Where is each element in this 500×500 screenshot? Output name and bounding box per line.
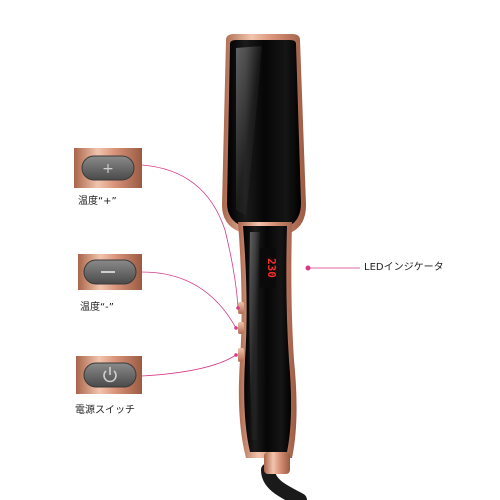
power-icon — [103, 367, 117, 383]
power-switch-label: 電源スイッチ — [75, 405, 135, 416]
led-display — [260, 248, 276, 288]
power-cord — [261, 463, 307, 500]
callout-line-power — [141, 354, 237, 377]
callout-dot-plus — [236, 306, 240, 310]
handle-power-button[interactable] — [238, 348, 244, 362]
callout-dot-minus — [234, 326, 238, 330]
callout-dot-power — [234, 353, 238, 357]
power-button-detail — [76, 356, 142, 394]
handle-gloss — [249, 232, 260, 440]
led-display-digits: 230 — [265, 258, 278, 278]
plus-icon: + — [102, 161, 114, 177]
plus-button-detail: + — [74, 148, 142, 188]
callout-dot-led — [305, 265, 311, 271]
brush-head-gloss — [236, 46, 262, 215]
temp-plus-label: 温度“+” — [78, 196, 117, 207]
minus-button-detail — [78, 254, 142, 290]
handle-minus-button[interactable] — [238, 322, 244, 334]
led-indicator-label: LEDインジケータ — [364, 262, 444, 273]
callout-line-plus — [141, 164, 239, 309]
minus-icon — [101, 271, 115, 273]
callout-line-minus — [141, 271, 237, 329]
handle-end-cap — [264, 452, 290, 474]
handle-plus-button[interactable] — [238, 302, 244, 314]
temp-minus-label: 温度“-” — [80, 302, 114, 313]
